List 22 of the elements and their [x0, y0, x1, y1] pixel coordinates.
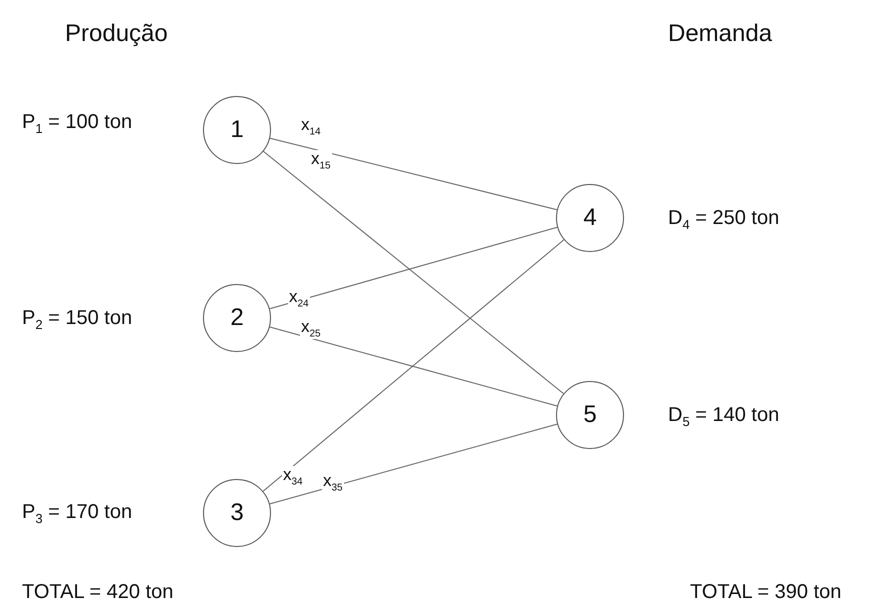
quantity-label: P$_{3}$ = 170 ton [22, 500, 132, 527]
node-number: 1 [230, 116, 244, 144]
quantity-label: D$_{5}$ = 140 ton [668, 403, 780, 430]
quantity-label: P$_{2}$ = 150 ton [22, 306, 132, 333]
connector-line [262, 239, 564, 492]
connector-line [269, 226, 558, 310]
connector-line [270, 138, 558, 210]
connector-line [269, 326, 558, 406]
node-number: 5 [583, 401, 597, 429]
node-number: 3 [230, 499, 244, 527]
column-heading: Produção [65, 20, 168, 49]
connector-line [262, 150, 564, 394]
node-number: 4 [583, 204, 597, 232]
connector-line [269, 424, 558, 504]
quantity-label: D$_{4}$ = 250 ton [668, 206, 780, 233]
node-number: 2 [230, 304, 244, 332]
edge-label: x$_{34}$ [282, 466, 304, 488]
total-label: TOTAL = 420 ton [22, 580, 174, 604]
quantity-label: P$_{1}$ = 100 ton [22, 110, 132, 137]
column-heading: Demanda [668, 20, 772, 49]
edge-label: x$_{15}$ [310, 150, 332, 172]
total-label: TOTAL = 390 ton [690, 580, 842, 604]
